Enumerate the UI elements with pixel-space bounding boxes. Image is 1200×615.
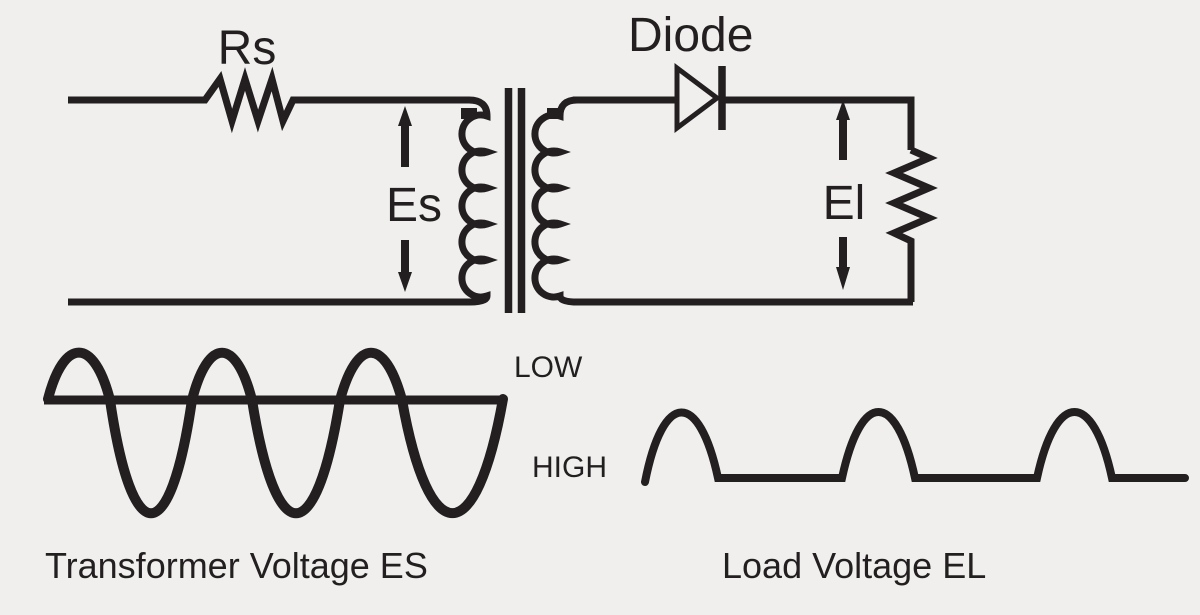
- polarity-marks: [461, 108, 563, 119]
- wire-diode-to-load: [722, 96, 915, 150]
- series-resistor-label: Rs: [218, 22, 277, 75]
- es-arrowhead-down: [398, 272, 412, 292]
- rectified-caption: Load Voltage EL: [722, 545, 986, 586]
- high-label: HIGH: [532, 451, 607, 484]
- el-arrowhead-down: [836, 267, 850, 290]
- circuit-schematic: [68, 63, 938, 313]
- diode-symbol: [674, 63, 726, 133]
- es-arrow: [398, 106, 412, 292]
- load-resistor: [885, 146, 938, 302]
- rectified-waveform: [641, 408, 1189, 486]
- waveform-plots: [43, 347, 1189, 518]
- el-arrow: [836, 100, 850, 290]
- el-arrowhead-up: [836, 100, 850, 120]
- transformer-core: [504, 88, 526, 313]
- low-label: LOW: [514, 351, 583, 384]
- series-resistor: [68, 66, 469, 134]
- diode-anode-triangle: [674, 63, 722, 133]
- es-label: Es: [386, 179, 442, 232]
- transformer-primary-winding: [68, 96, 498, 306]
- es-arrowhead-up: [398, 106, 412, 126]
- transformer-secondary-winding: [531, 96, 913, 306]
- primary-polarity-mark: [461, 108, 477, 119]
- el-label: El: [823, 177, 866, 230]
- secondary-polarity-mark: [547, 108, 563, 119]
- sine-caption: Transformer Voltage ES: [45, 545, 428, 586]
- sine-waveform: [43, 347, 508, 518]
- diode-label: Diode: [628, 9, 753, 62]
